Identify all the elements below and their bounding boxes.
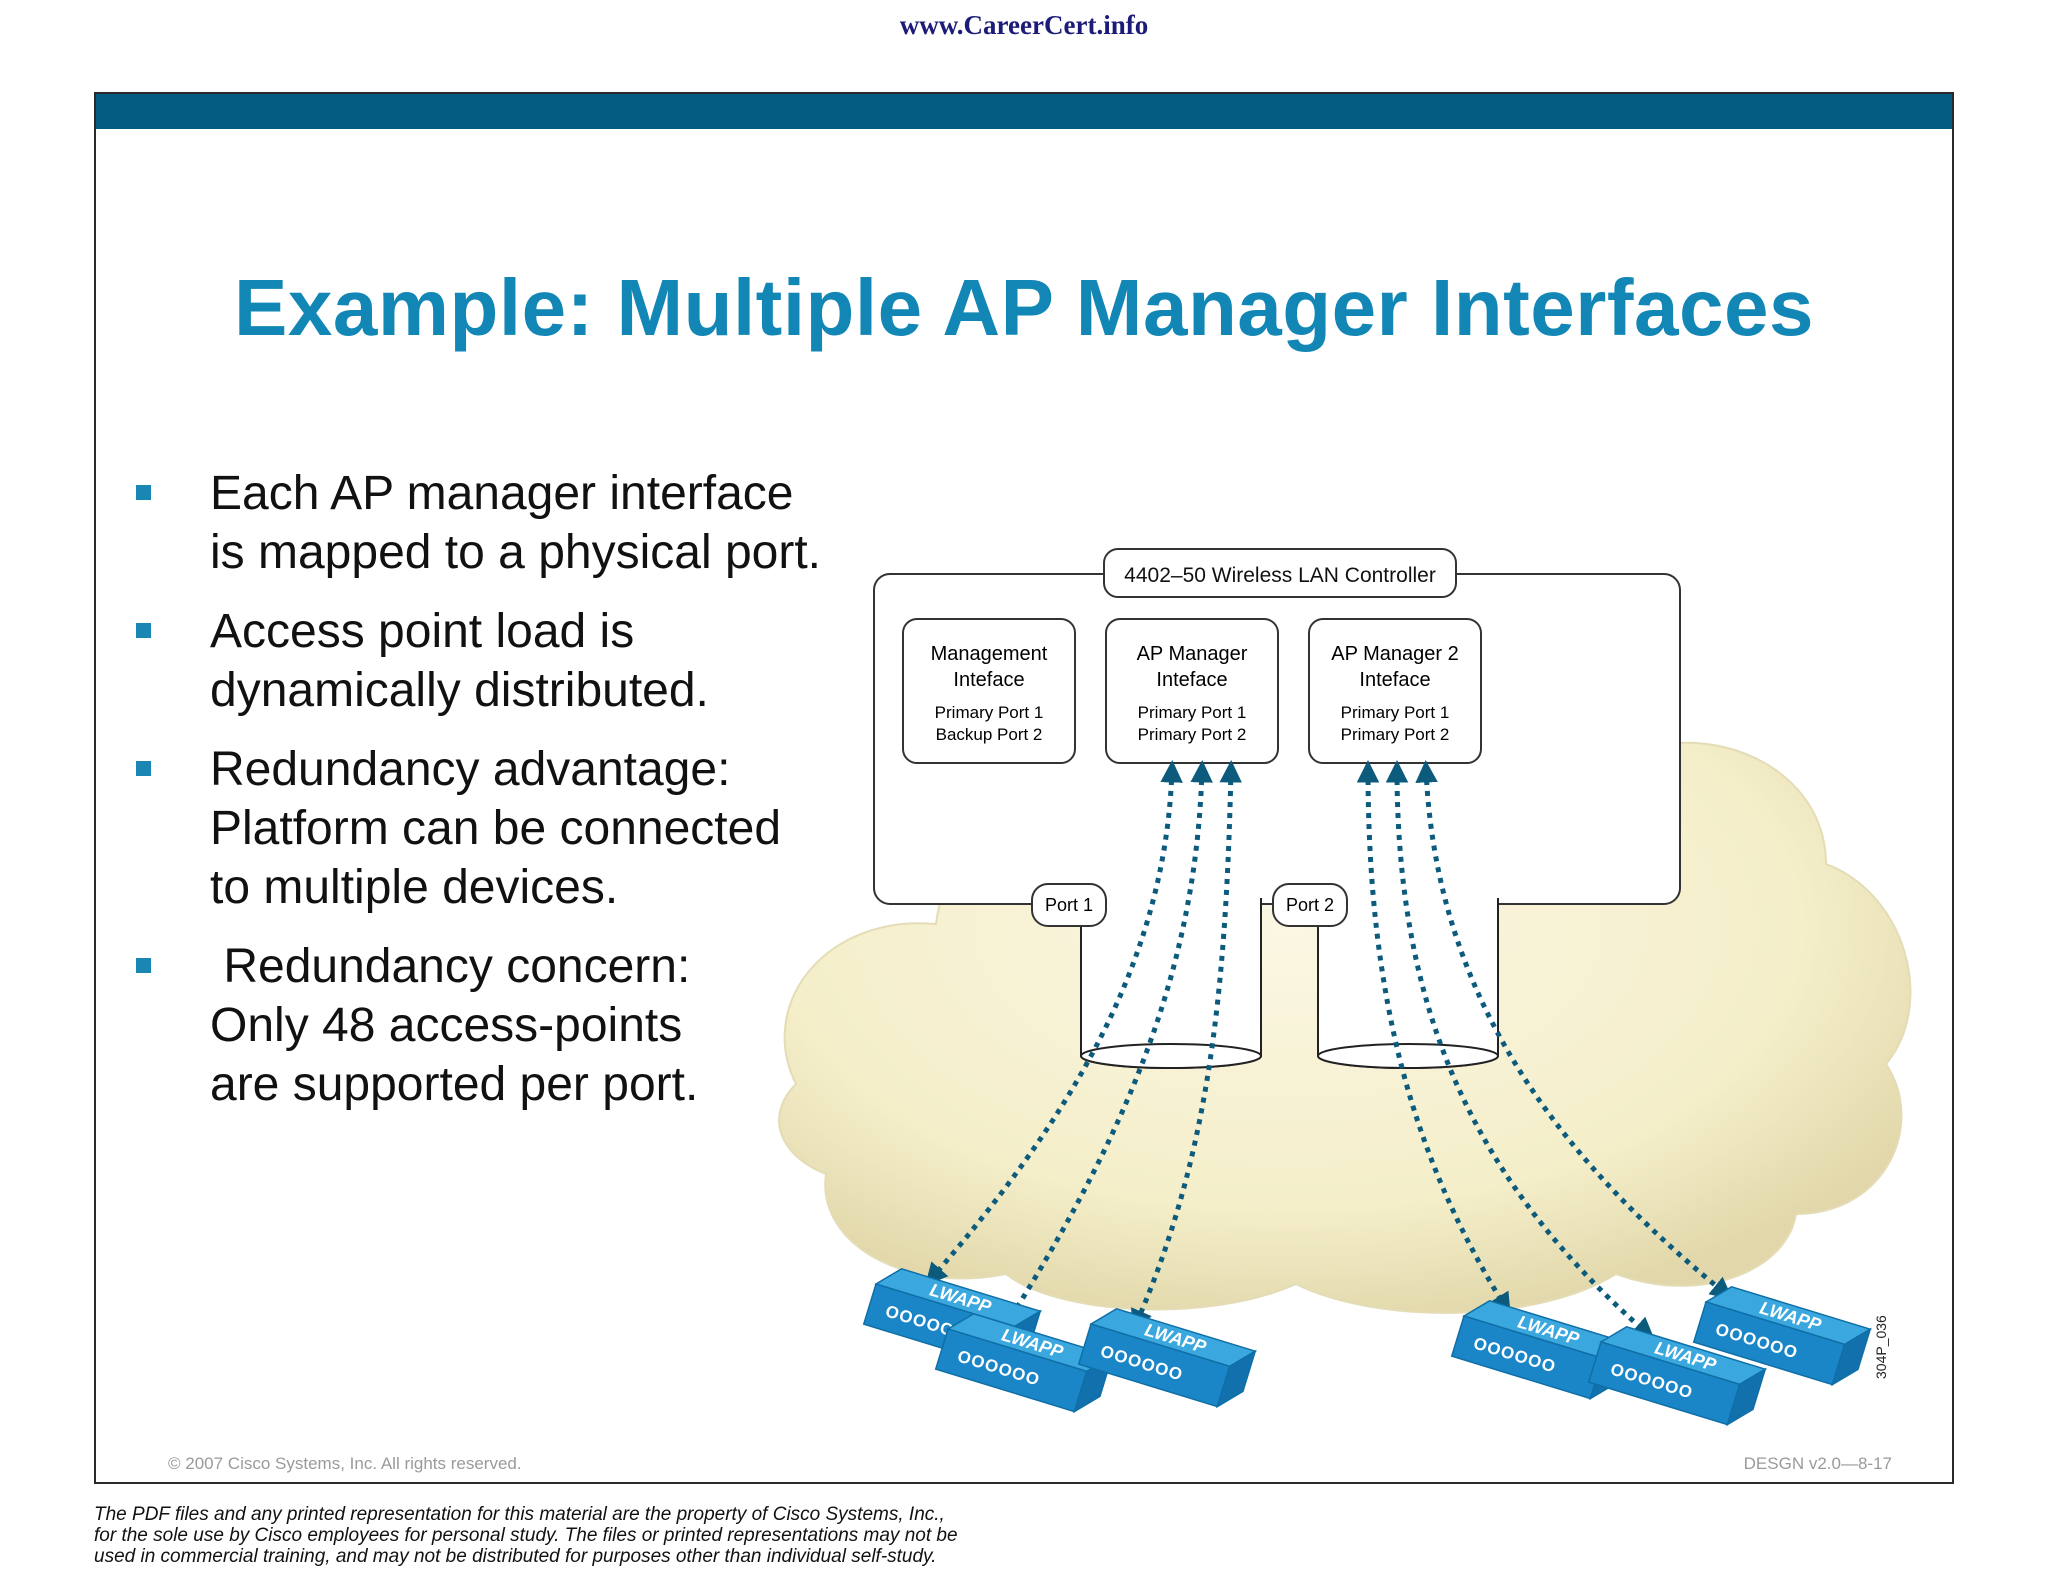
wlc-diagram: 4402–50 Wireless LAN Controller Manageme… xyxy=(778,548,1912,1430)
bullet-line: Each AP manager interface xyxy=(210,467,794,520)
bullet-line: to multiple devices. xyxy=(210,861,619,914)
interface-port-line: Backup Port 2 xyxy=(936,725,1043,744)
interface-name-line: AP Manager xyxy=(1137,643,1248,665)
interface-port-line: Primary Port 1 xyxy=(935,703,1044,722)
connection-arrows xyxy=(925,760,1733,1360)
interface-name-line: Management xyxy=(931,643,1048,665)
connection-arrow xyxy=(1415,760,1733,1300)
bullet-line: Only 48 access-points xyxy=(210,999,683,1052)
port-1-cylinder xyxy=(1080,898,1262,1069)
bullet-line: are supported per port. xyxy=(210,1058,699,1111)
ap-manager-2-interface-box: AP Manager 2 Inteface Primary Port 1 Pri… xyxy=(1308,618,1482,764)
bullet-marker xyxy=(136,485,151,500)
interface-port-line: Primary Port 1 xyxy=(1341,703,1450,722)
bullet-marker xyxy=(136,761,151,776)
slide-header-bar xyxy=(96,94,1952,129)
bullet-line: Redundancy advantage: xyxy=(210,743,731,796)
bullet-list: Each AP manager interface is mapped to a… xyxy=(136,464,976,1134)
access-point[interactable]: LWAPP OOOOOO xyxy=(1077,1303,1258,1412)
bullet-item: Redundancy advantage: Platform can be co… xyxy=(136,740,976,917)
slide-title: Example: Multiple AP Manager Interfaces xyxy=(234,263,1814,352)
interface-port-line: Primary Port 2 xyxy=(1341,725,1450,744)
bullet-marker xyxy=(136,623,151,638)
management-interface-box: Management Inteface Primary Port 1 Backu… xyxy=(902,618,1076,764)
port-2-label-box xyxy=(1272,883,1348,927)
port-1-label: Port 1 xyxy=(1045,895,1093,915)
bullet-item: Redundancy concern: Only 48 access-point… xyxy=(136,937,976,1114)
disclaimer-line: The PDF files and any printed representa… xyxy=(94,1504,945,1525)
slide: Example: Multiple AP Manager Interfaces … xyxy=(94,92,1954,1484)
interface-name-line: AP Manager 2 xyxy=(1331,643,1459,665)
connection-arrow xyxy=(1131,760,1242,1333)
interface-name-line: Inteface xyxy=(953,669,1024,691)
interface-name-line: Inteface xyxy=(1156,669,1227,691)
interface-port-line: Primary Port 1 xyxy=(1138,703,1247,722)
bullet-item: Each AP manager interface is mapped to a… xyxy=(136,464,976,582)
ap-manager-interface-box: AP Manager Inteface Primary Port 1 Prima… xyxy=(1105,618,1279,764)
bullet-line: Access point load is xyxy=(210,605,635,658)
copyright: © 2007 Cisco Systems, Inc. All rights re… xyxy=(168,1454,522,1473)
bullet-line: is mapped to a physical port. xyxy=(210,526,821,579)
bullet-line: Platform can be connected xyxy=(210,802,782,855)
bullet-line: Redundancy concern: xyxy=(210,940,691,993)
controller-label-box xyxy=(1103,548,1457,598)
figure-id: 304P_036 xyxy=(1873,1315,1889,1379)
connection-arrow xyxy=(1385,760,1655,1340)
access-point[interactable]: LWAPP OOOOOO xyxy=(1587,1321,1768,1430)
controller-label: 4402–50 Wireless LAN Controller xyxy=(1124,564,1436,587)
interface-port-line: Primary Port 2 xyxy=(1138,725,1247,744)
site-header[interactable]: www.CareerCert.info xyxy=(899,10,1149,40)
disclaimer: The PDF files and any printed representa… xyxy=(94,1504,958,1567)
disclaimer-line: for the sole use by Cisco employees for … xyxy=(94,1525,958,1546)
bullet-item: Access point load is dynamically distrib… xyxy=(136,602,976,720)
port-2-label: Port 2 xyxy=(1286,895,1334,915)
bullet-line: dynamically distributed. xyxy=(210,664,709,717)
interface-name-line: Inteface xyxy=(1359,669,1430,691)
slide-id: DESGN v2.0—8-17 xyxy=(1743,1454,1892,1473)
bullet-marker xyxy=(136,958,151,973)
disclaimer-line: used in commercial training, and may not… xyxy=(94,1546,937,1567)
